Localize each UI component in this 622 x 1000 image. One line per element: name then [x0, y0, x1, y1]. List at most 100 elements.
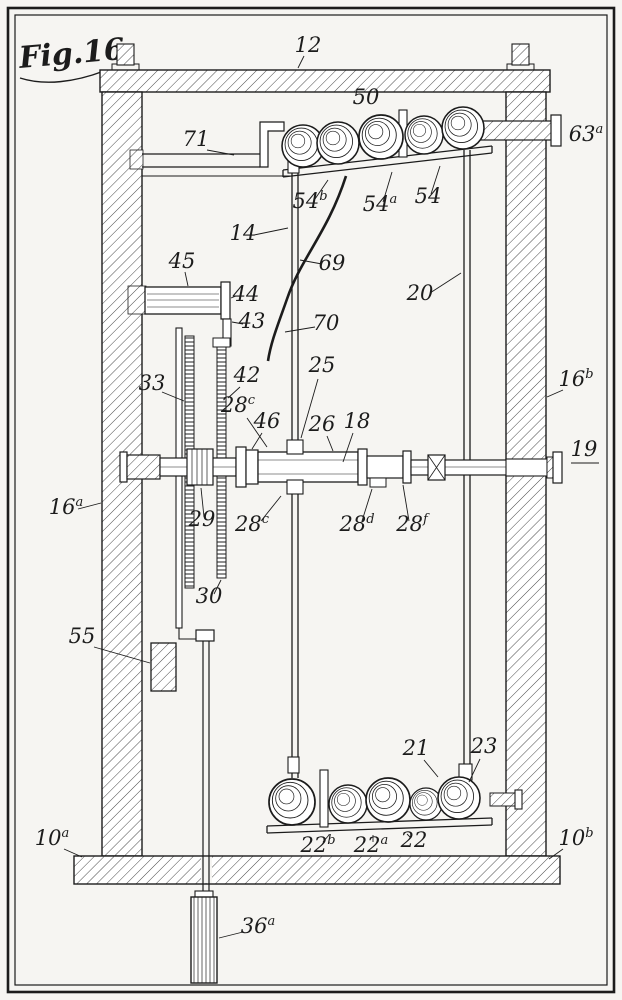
upper-ball-raceway [281, 106, 562, 178]
label-16b: 16b [558, 367, 593, 391]
ball [365, 777, 411, 823]
flexible-tube [266, 175, 348, 362]
label-63a: 63a [569, 122, 604, 146]
leader-55 [93, 646, 151, 664]
label-42: 42 [233, 363, 261, 387]
plate-border [6, 6, 616, 994]
collar-28d [369, 477, 387, 488]
lower-ball-raceway [266, 756, 523, 834]
label-54b: 54b [292, 189, 327, 213]
label-10b: 10b [558, 826, 593, 850]
label-71: 71 [183, 127, 210, 151]
rod14-upper-boss [286, 439, 304, 455]
leader-29 [200, 487, 205, 518]
leader-12 [297, 55, 305, 69]
label-19: 19 [571, 437, 598, 461]
leader-70 [284, 326, 316, 333]
shaft-section [366, 455, 404, 479]
ball [268, 778, 316, 826]
label-43: 43 [238, 309, 266, 333]
collar-28c [245, 449, 259, 485]
lower-stub-cap [514, 789, 523, 810]
leader-18 [342, 432, 354, 463]
bracket-arm-71 [129, 121, 290, 177]
label-46: 46 [253, 409, 281, 433]
standard-36a [190, 896, 218, 984]
leader-54 [430, 165, 441, 195]
leader-20 [429, 272, 462, 294]
leader-36a [218, 931, 244, 939]
weight-55 [150, 642, 177, 692]
lower-tray [266, 824, 493, 834]
leader-30 [213, 579, 222, 595]
drum-26 [257, 451, 359, 483]
leader-28c-upper [246, 417, 268, 448]
ball [409, 787, 443, 821]
leader-28c-lower [260, 495, 282, 522]
label-10a: 10a [35, 826, 70, 850]
base-beam [73, 855, 561, 885]
counterweight-pendulum [150, 628, 218, 984]
leader-33 [161, 391, 185, 402]
ball [316, 121, 360, 165]
leader-28d [361, 488, 373, 522]
label-36a: 36a [241, 914, 276, 938]
leader-54b [314, 179, 329, 200]
label-69: 69 [319, 251, 346, 275]
ball [358, 114, 404, 160]
flange-46 [235, 446, 247, 488]
label-50: 50 [353, 85, 380, 109]
lower-tray-divider [319, 769, 329, 828]
lower-stub-shaft [489, 792, 517, 807]
ball [441, 106, 485, 150]
label-29: 29 [188, 507, 216, 531]
reference-labels: 12 50 71 63a 54b 54a 54 14 45 44 43 69 2… [35, 33, 604, 939]
label-54a: 54a [363, 192, 398, 216]
shaft-right-segment [410, 459, 508, 476]
label-28f: 28f [395, 512, 430, 536]
leader-22 [406, 833, 412, 839]
leader-71 [206, 149, 235, 156]
label-22: 22 [400, 828, 428, 852]
ball [404, 115, 444, 155]
coupling-cross [427, 454, 446, 481]
label-22b: 22b [299, 833, 335, 857]
flange-28f [402, 450, 412, 484]
shaft-left-cap [119, 451, 128, 483]
leader-28f [402, 484, 410, 522]
shaft-end-cap-19 [552, 451, 563, 484]
shaft-journal [126, 454, 161, 480]
slide-bar [175, 327, 183, 629]
label-16a: 16a [49, 495, 84, 519]
left-bolt-head [116, 43, 135, 66]
label-20: 20 [406, 281, 434, 305]
leader-46 [251, 432, 263, 450]
leader-26 [326, 435, 334, 452]
shaft-through-post [505, 458, 548, 477]
end-plate-44 [220, 281, 231, 320]
rod14-lower-boss [286, 479, 304, 495]
label-21: 21 [402, 736, 430, 760]
label-70: 70 [313, 311, 340, 335]
ball [437, 776, 481, 820]
label-54: 54 [415, 184, 442, 208]
ball [328, 784, 368, 824]
label-18: 18 [344, 409, 371, 433]
label-26: 26 [308, 412, 336, 436]
label-12: 12 [295, 33, 322, 57]
step-flange [357, 448, 368, 486]
leader-44 [230, 295, 237, 299]
leader-14 [253, 227, 289, 236]
rod14-lower-coupling [287, 756, 300, 774]
rack-42-head [212, 337, 231, 348]
upper-tray [282, 152, 493, 178]
leader-45 [184, 271, 189, 287]
wall-anchor [127, 285, 147, 315]
base-gap [201, 857, 212, 883]
label-30: 30 [196, 584, 223, 608]
link [178, 628, 196, 640]
leader-21 [423, 759, 439, 778]
leader-10a [63, 848, 83, 858]
label-25: 25 [308, 353, 336, 377]
label-44: 44 [232, 282, 260, 306]
